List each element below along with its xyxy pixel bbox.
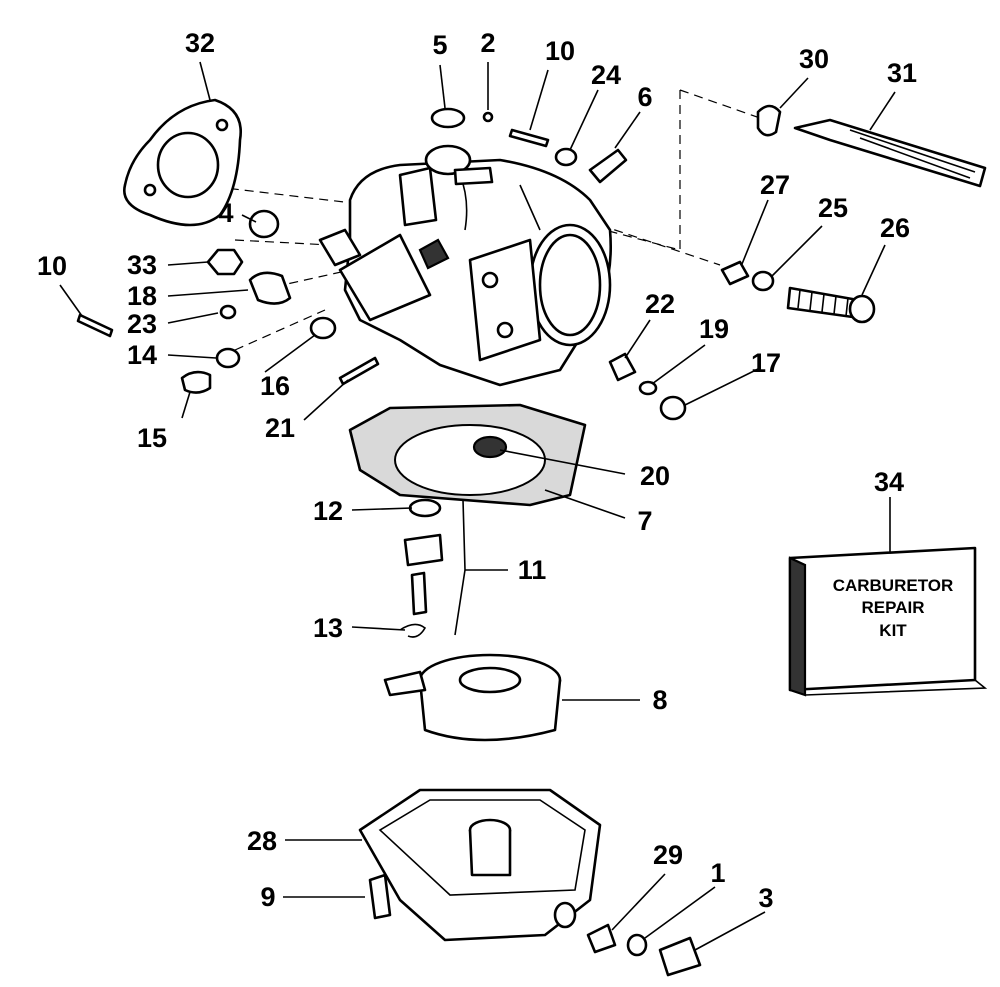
oring-part-23 xyxy=(219,304,237,320)
pin-part-21 xyxy=(338,356,380,386)
washer-part-12 xyxy=(408,498,442,518)
kit-text-line-2: REPAIR xyxy=(862,598,925,617)
washer-part-24 xyxy=(554,147,578,167)
kit-text-line-3: KIT xyxy=(879,621,907,640)
callout-7: 7 xyxy=(637,506,652,536)
callout-13: 13 xyxy=(313,613,343,643)
callout-18: 18 xyxy=(127,281,157,311)
washer-part-14 xyxy=(215,347,241,369)
callout-numbers: 32 5 2 10 24 6 30 31 4 27 25 26 10 33 18… xyxy=(37,28,917,913)
float-part-8 xyxy=(383,653,562,742)
callout-2: 2 xyxy=(480,28,495,58)
screw-part-6 xyxy=(588,148,628,184)
plug-part-3 xyxy=(658,936,702,977)
callout-23: 23 xyxy=(127,309,157,339)
plug-part-17 xyxy=(659,395,687,421)
callout-31: 31 xyxy=(887,58,917,88)
repair-kit-box-part-34: CARBURETOR REPAIR KIT xyxy=(788,546,988,697)
ball-part-2 xyxy=(482,111,494,123)
callout-10-left: 10 xyxy=(37,251,67,281)
callout-32: 32 xyxy=(185,28,215,58)
callout-1: 1 xyxy=(710,858,725,888)
callout-10-top: 10 xyxy=(545,36,575,66)
callout-3: 3 xyxy=(758,883,773,913)
callout-6: 6 xyxy=(637,82,652,112)
nozzle-part-18 xyxy=(248,271,292,305)
needle-seat xyxy=(403,533,444,567)
callout-9: 9 xyxy=(260,882,275,912)
callout-16: 16 xyxy=(260,371,290,401)
callout-19: 19 xyxy=(699,314,729,344)
callout-14: 14 xyxy=(127,340,157,370)
plug-part-4 xyxy=(248,209,280,239)
bowl-gasket-part-7 xyxy=(348,403,587,507)
callout-29: 29 xyxy=(653,840,683,870)
callout-15: 15 xyxy=(137,423,167,453)
carburetor-body xyxy=(318,144,612,387)
callout-25: 25 xyxy=(818,193,848,223)
screw-part-9 xyxy=(368,873,392,920)
callout-17: 17 xyxy=(751,348,781,378)
kit-text-line-1: CARBURETOR xyxy=(833,576,954,595)
idle-screw-part-26 xyxy=(786,286,876,324)
callout-20: 20 xyxy=(640,461,670,491)
callout-28: 28 xyxy=(247,826,277,856)
pin-part-10-top xyxy=(508,128,550,148)
jet-part-29 xyxy=(586,923,617,954)
welch-plug-part-5 xyxy=(430,107,466,129)
callout-22: 22 xyxy=(645,289,675,319)
float-bowl-part-28 xyxy=(358,788,602,942)
spring-part-22 xyxy=(608,352,637,382)
screw-part-27 xyxy=(720,260,750,286)
callout-5: 5 xyxy=(432,30,447,60)
pin-part-10-left xyxy=(76,313,114,338)
oring-part-19 xyxy=(638,380,658,396)
callout-34: 34 xyxy=(874,467,904,497)
washer-part-1 xyxy=(626,933,648,957)
plug-screw-part-15 xyxy=(180,370,212,394)
flange-gasket-part-32 xyxy=(123,98,243,227)
callout-30: 30 xyxy=(799,44,829,74)
callout-8: 8 xyxy=(652,685,667,715)
nut-part-33 xyxy=(206,248,244,276)
washer-part-25 xyxy=(751,270,775,292)
clip-part-13 xyxy=(399,623,427,638)
callout-26: 26 xyxy=(880,213,910,243)
needle xyxy=(410,571,428,616)
callout-12: 12 xyxy=(313,496,343,526)
needle-valve-part-31 xyxy=(793,118,987,188)
callout-27: 27 xyxy=(760,170,790,200)
callout-24: 24 xyxy=(591,60,621,90)
leader-lines xyxy=(59,61,896,951)
callout-33: 33 xyxy=(127,250,157,280)
clip-part-30 xyxy=(756,104,782,137)
callout-21: 21 xyxy=(265,413,295,443)
callout-4: 4 xyxy=(218,198,233,228)
callout-11: 11 xyxy=(518,555,547,585)
washer-part-16 xyxy=(309,316,337,340)
